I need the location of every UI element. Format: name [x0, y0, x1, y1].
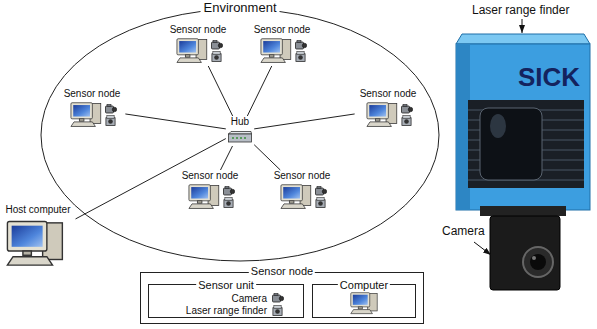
- camera-body: [490, 216, 560, 290]
- camera-icon: [212, 41, 223, 50]
- lrf-icon: [212, 51, 221, 61]
- camera-lens: [523, 247, 553, 277]
- connector-line: [254, 114, 354, 129]
- lrf-icon: [273, 305, 282, 315]
- component-label: Camera: [231, 293, 267, 305]
- environment-ellipse: [41, 9, 439, 261]
- box-title: Sensor node: [249, 265, 315, 277]
- camera-icon: [224, 187, 235, 196]
- sensor-node-icon: [177, 39, 223, 63]
- connector-line: [247, 66, 271, 116]
- computer-icon: [189, 185, 219, 209]
- node-label: Sensor node: [355, 88, 422, 100]
- sensor-node-icon: [261, 39, 307, 63]
- sensor-node: Sensor node: [269, 170, 336, 212]
- sensor-node: Sensor node: [165, 24, 232, 66]
- host-computer: Host computer: [0, 204, 75, 274]
- component-label: Laser range finder: [186, 305, 267, 317]
- window-reflection: [490, 114, 506, 138]
- node-label: Sensor node: [249, 24, 316, 36]
- hub-icon: [229, 132, 252, 143]
- sensor-node: Sensor node: [177, 170, 244, 212]
- logo-text: SICK: [518, 62, 580, 92]
- camera-icon: [106, 105, 117, 114]
- lrf-icon: [316, 197, 325, 207]
- part-label: Camera: [442, 224, 485, 238]
- connector-line: [208, 66, 232, 116]
- camera-lens-inner: [530, 254, 546, 270]
- housing-front: [456, 44, 590, 210]
- housing-side: [456, 44, 470, 210]
- node-label: Hub: [226, 116, 254, 128]
- sensor-node-icon: [71, 103, 117, 127]
- connector-line: [125, 114, 225, 129]
- host-computer-icon: [7, 221, 62, 265]
- sensor-node: Sensor node: [249, 24, 316, 66]
- region-title: Environment: [201, 1, 280, 15]
- scan-band: [468, 100, 584, 188]
- lrf-icon: [106, 115, 115, 125]
- hub: Hub: [226, 116, 254, 146]
- sensor-node-icon: [281, 185, 327, 209]
- computer-box: Computer: [312, 284, 416, 318]
- sensor-node-icon: [189, 185, 235, 209]
- housing-top: [456, 34, 590, 44]
- computer-icon: [351, 293, 377, 314]
- box-title: Sensor unit: [196, 279, 256, 291]
- box-title: Computer: [338, 279, 390, 291]
- computer-icon: [261, 39, 291, 63]
- node-label: Host computer: [0, 204, 75, 216]
- sensor-node: Sensor node: [355, 88, 422, 130]
- camera-icon: [316, 187, 327, 196]
- sensor-unit-box: Sensor unitCameraLaser range finder: [148, 284, 304, 318]
- sensor-node-icon: [367, 103, 413, 127]
- lrf-icon: [224, 197, 233, 207]
- mount-plate: [480, 206, 566, 216]
- leader-arrow: [474, 242, 491, 255]
- node-label: Sensor node: [165, 24, 232, 36]
- node-label: Sensor node: [177, 170, 244, 182]
- part-label: Laser range finder: [472, 3, 569, 17]
- node-label: Sensor node: [269, 170, 336, 182]
- computer-icon: [177, 39, 207, 63]
- connector-line: [254, 145, 280, 170]
- sensor-node: Sensor node: [59, 88, 126, 130]
- environment-region: Sensor nodeSensor nodeSensor nodeSensor …: [40, 8, 440, 262]
- leader-arrow: [522, 19, 523, 33]
- connector-line: [220, 146, 232, 170]
- node-label: Sensor node: [59, 88, 126, 100]
- lrf-icon: [296, 51, 305, 61]
- computer-icon: [281, 185, 311, 209]
- device-photo: [456, 34, 590, 290]
- computer-icon: [71, 103, 101, 127]
- environment-outline: [40, 8, 440, 262]
- lrf-icon: [402, 115, 411, 125]
- sensor-node-box: Sensor unitCameraLaser range finderCompu…: [140, 272, 424, 324]
- camera-icon: [273, 294, 284, 303]
- computer-icon: [367, 103, 397, 127]
- front-window: [480, 108, 542, 180]
- camera-icon: [402, 105, 413, 114]
- lens-highlight: [532, 256, 536, 260]
- camera-icon: [296, 41, 307, 50]
